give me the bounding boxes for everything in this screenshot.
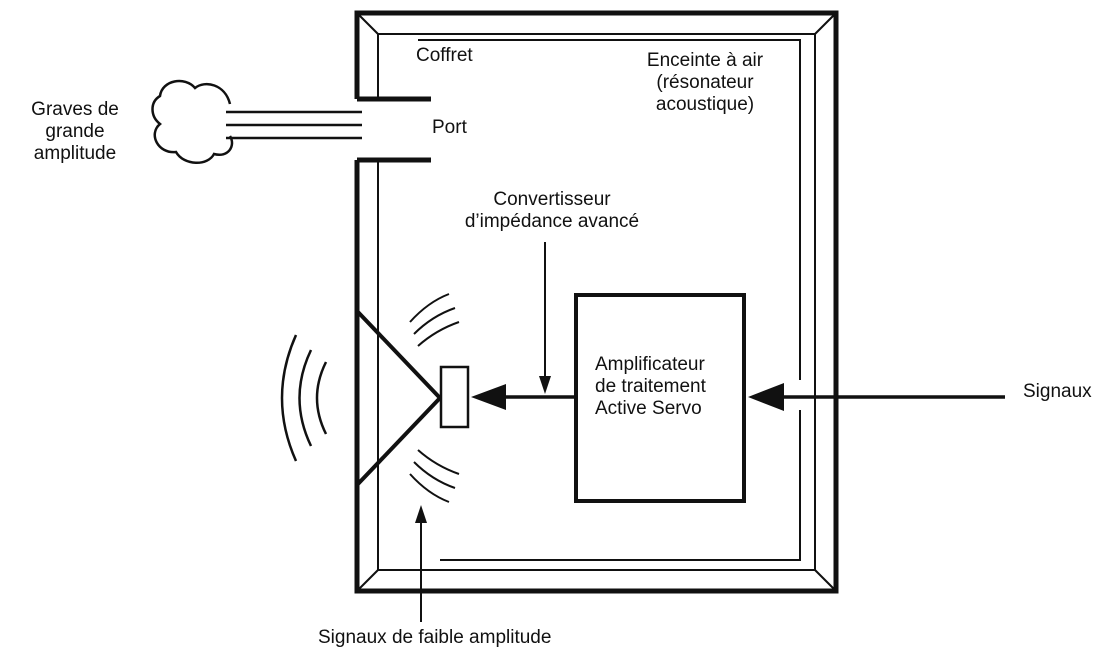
cabinet-outline bbox=[354, 10, 839, 594]
port-label: Port bbox=[432, 117, 467, 138]
enceinte-line-3: acoustique) bbox=[655, 94, 755, 115]
cabinet-bevel bbox=[356, 12, 837, 592]
amplificateur-line-2: de traitement bbox=[595, 376, 706, 397]
outer-sound-waves bbox=[280, 334, 328, 462]
amplificateur-line-3: Active Servo bbox=[595, 398, 702, 419]
graves-line-2: grande bbox=[45, 121, 105, 142]
speaker-cone bbox=[355, 309, 470, 487]
drive-signal-arrow bbox=[471, 384, 576, 410]
enceinte-line-1: Enceinte à air bbox=[646, 50, 764, 71]
low-amplitude-pointer-arrow bbox=[415, 505, 427, 622]
graves-label: Graves de grande amplitude bbox=[0, 99, 150, 165]
graves-line-1: Graves de bbox=[31, 99, 119, 120]
amplificateur-label: Amplificateur de traitement Active Servo bbox=[595, 354, 706, 420]
faible-amplitude-label: Signaux de faible amplitude bbox=[318, 627, 552, 648]
enceinte-line-2: (résonateur bbox=[656, 72, 754, 93]
converter-pointer-arrow bbox=[539, 242, 551, 394]
convertisseur-label: Convertisseur d’impédance avancé bbox=[432, 189, 672, 233]
port-tube bbox=[357, 96, 431, 163]
enceinte-label: Enceinte à air (résonateur acoustique) bbox=[620, 50, 790, 116]
convertisseur-line-2: d’impédance avancé bbox=[464, 211, 640, 232]
amplifier-box bbox=[574, 293, 746, 503]
inner-sound-waves bbox=[409, 293, 460, 503]
input-signal-arrow bbox=[748, 383, 1005, 411]
graves-line-3: amplitude bbox=[33, 143, 117, 164]
amplificateur-line-1: Amplificateur bbox=[595, 354, 705, 375]
bass-cloud-icon bbox=[151, 79, 234, 164]
coffret-label: Coffret bbox=[416, 45, 473, 66]
convertisseur-line-1: Convertisseur bbox=[493, 189, 611, 210]
signaux-label: Signaux bbox=[1023, 381, 1092, 402]
airflow-lines bbox=[226, 110, 362, 140]
